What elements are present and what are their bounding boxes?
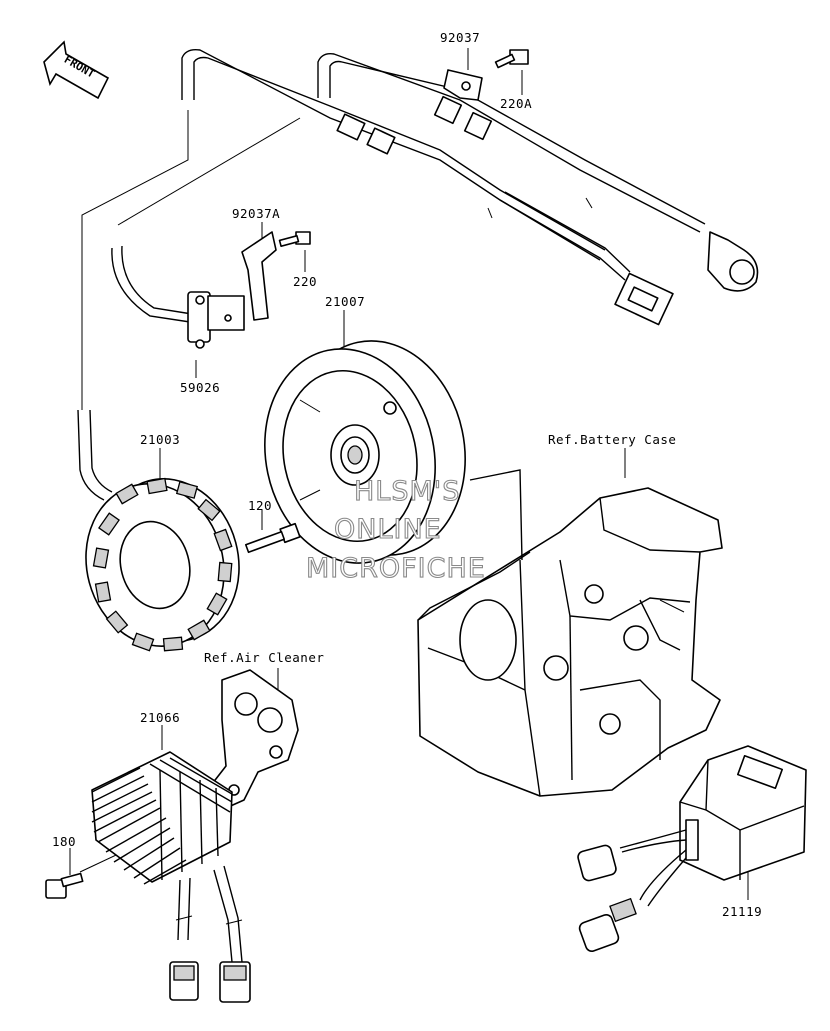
wire-harness: [181, 48, 759, 326]
label-59026: 59026: [180, 380, 220, 395]
label-220: 220: [293, 274, 317, 289]
pickup-coil: [111, 231, 311, 349]
watermark-line-1: HLSM'S: [354, 476, 460, 507]
label-120: 120: [248, 498, 272, 513]
label-92037: 92037: [440, 30, 480, 45]
label-ref-air-cleaner: Ref.Air Cleaner: [204, 650, 324, 665]
air-cleaner-bracket: [211, 669, 299, 809]
watermark-line-3: MICROFICHE: [306, 553, 486, 584]
relay-unit: [577, 745, 807, 953]
label-21007: 21007: [325, 294, 365, 309]
watermark-line-2: ONLINE: [334, 514, 442, 545]
regulator-rectifier: [45, 751, 251, 1003]
part-labels: 92037 220A 92037A 220 21007 59026 21003 …: [52, 30, 762, 919]
label-ref-battery-case: Ref.Battery Case: [548, 432, 676, 447]
label-220a: 220A: [500, 96, 532, 111]
label-180: 180: [52, 834, 76, 849]
label-92037a: 92037A: [232, 206, 280, 221]
label-21066: 21066: [140, 710, 180, 725]
label-21003: 21003: [140, 432, 180, 447]
front-arrow-icon: FRONT: [43, 40, 110, 100]
watermark: HLSM'S ONLINE MICROFICHE: [305, 475, 486, 584]
label-21119: 21119: [722, 904, 762, 919]
flywheel-rotor: [264, 340, 466, 564]
battery-case: [417, 469, 723, 797]
stator: [77, 409, 301, 652]
